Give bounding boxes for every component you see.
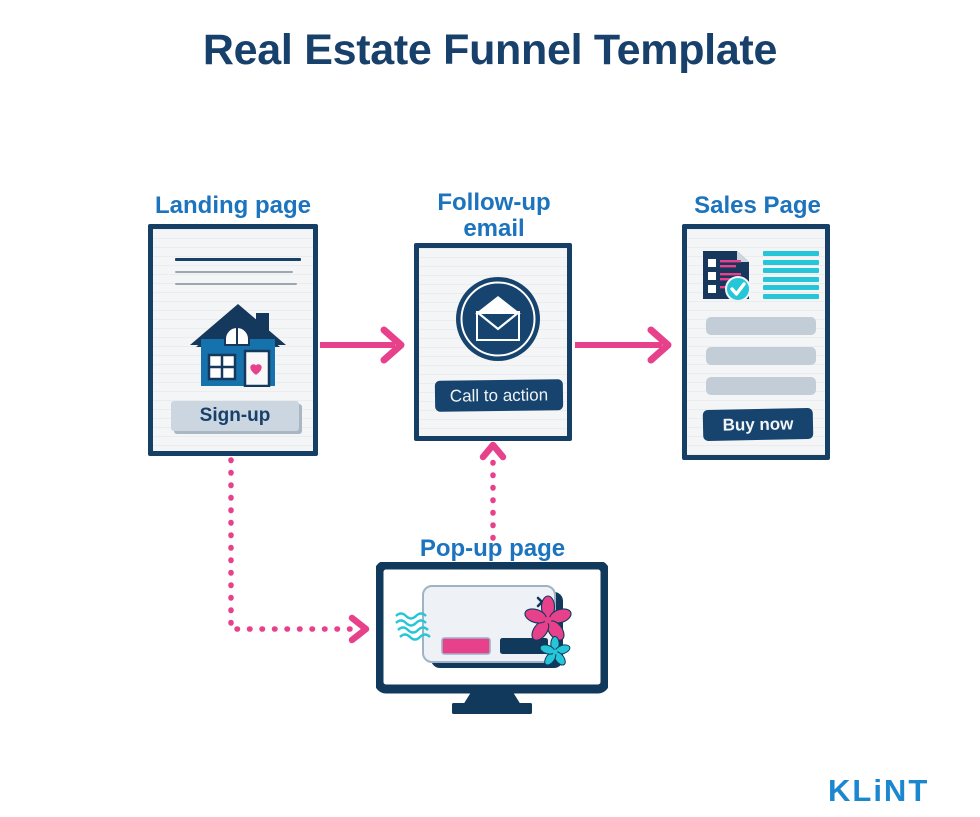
sales-page-label: Sales Page — [694, 192, 821, 219]
content-placeholder-bar — [706, 347, 816, 365]
follow-up-email-card[interactable]: Call to action — [414, 243, 572, 441]
sign-up-button-label: Sign-up — [199, 405, 271, 426]
page-title: Real Estate Funnel Template — [202, 26, 778, 74]
modal-secondary-button — [500, 638, 548, 654]
content-placeholder-bar — [706, 317, 816, 335]
text-line-placeholder — [175, 283, 297, 285]
landing-page-card[interactable]: Sign-up — [148, 224, 318, 456]
monitor-icon[interactable] — [376, 562, 608, 714]
follow-up-email-label-line2: email — [463, 215, 525, 243]
pop-up-page-label: Pop-up page — [419, 535, 566, 562]
landing-page-label: Landing page — [155, 192, 311, 219]
squiggle-cyan-icon — [395, 612, 431, 641]
follow-up-email-label-line1: Follow-up — [437, 189, 551, 216]
cyan-line — [763, 276, 819, 282]
modal-primary-button — [441, 637, 491, 655]
cyan-line — [763, 285, 819, 291]
cyan-text-lines — [763, 251, 819, 299]
klint-logo: KLiNT — [828, 773, 930, 808]
cyan-line — [763, 293, 819, 299]
text-line-placeholder — [175, 258, 301, 261]
cyan-line — [763, 268, 819, 274]
flower-teal-icon — [539, 636, 571, 666]
buy-now-button-label: Buy now — [722, 413, 794, 435]
call-to-action-button[interactable]: Call to action — [434, 379, 564, 412]
call-to-action-button-label: Call to action — [449, 384, 549, 406]
check-badge-icon — [725, 276, 751, 301]
sign-up-button[interactable]: Sign-up — [171, 401, 299, 431]
cyan-line — [763, 259, 819, 265]
follow-up-email-label: Follow-up email — [396, 189, 592, 243]
arrow-landing-to-popup — [228, 457, 370, 644]
checklist-document-icon — [703, 251, 751, 301]
buy-now-button[interactable]: Buy now — [702, 407, 814, 442]
arrow-email-to-sales — [575, 326, 672, 364]
content-placeholder-bar — [706, 377, 816, 395]
sales-page-card[interactable]: Buy now — [682, 224, 830, 460]
text-line-placeholder — [175, 271, 293, 273]
house-icon — [190, 304, 286, 387]
arrow-landing-to-email — [320, 326, 405, 364]
envelope-circle-icon — [456, 277, 540, 361]
cyan-line — [763, 251, 819, 256]
flower-pink-icon — [524, 595, 572, 641]
arrow-popup-to-email — [479, 441, 507, 541]
